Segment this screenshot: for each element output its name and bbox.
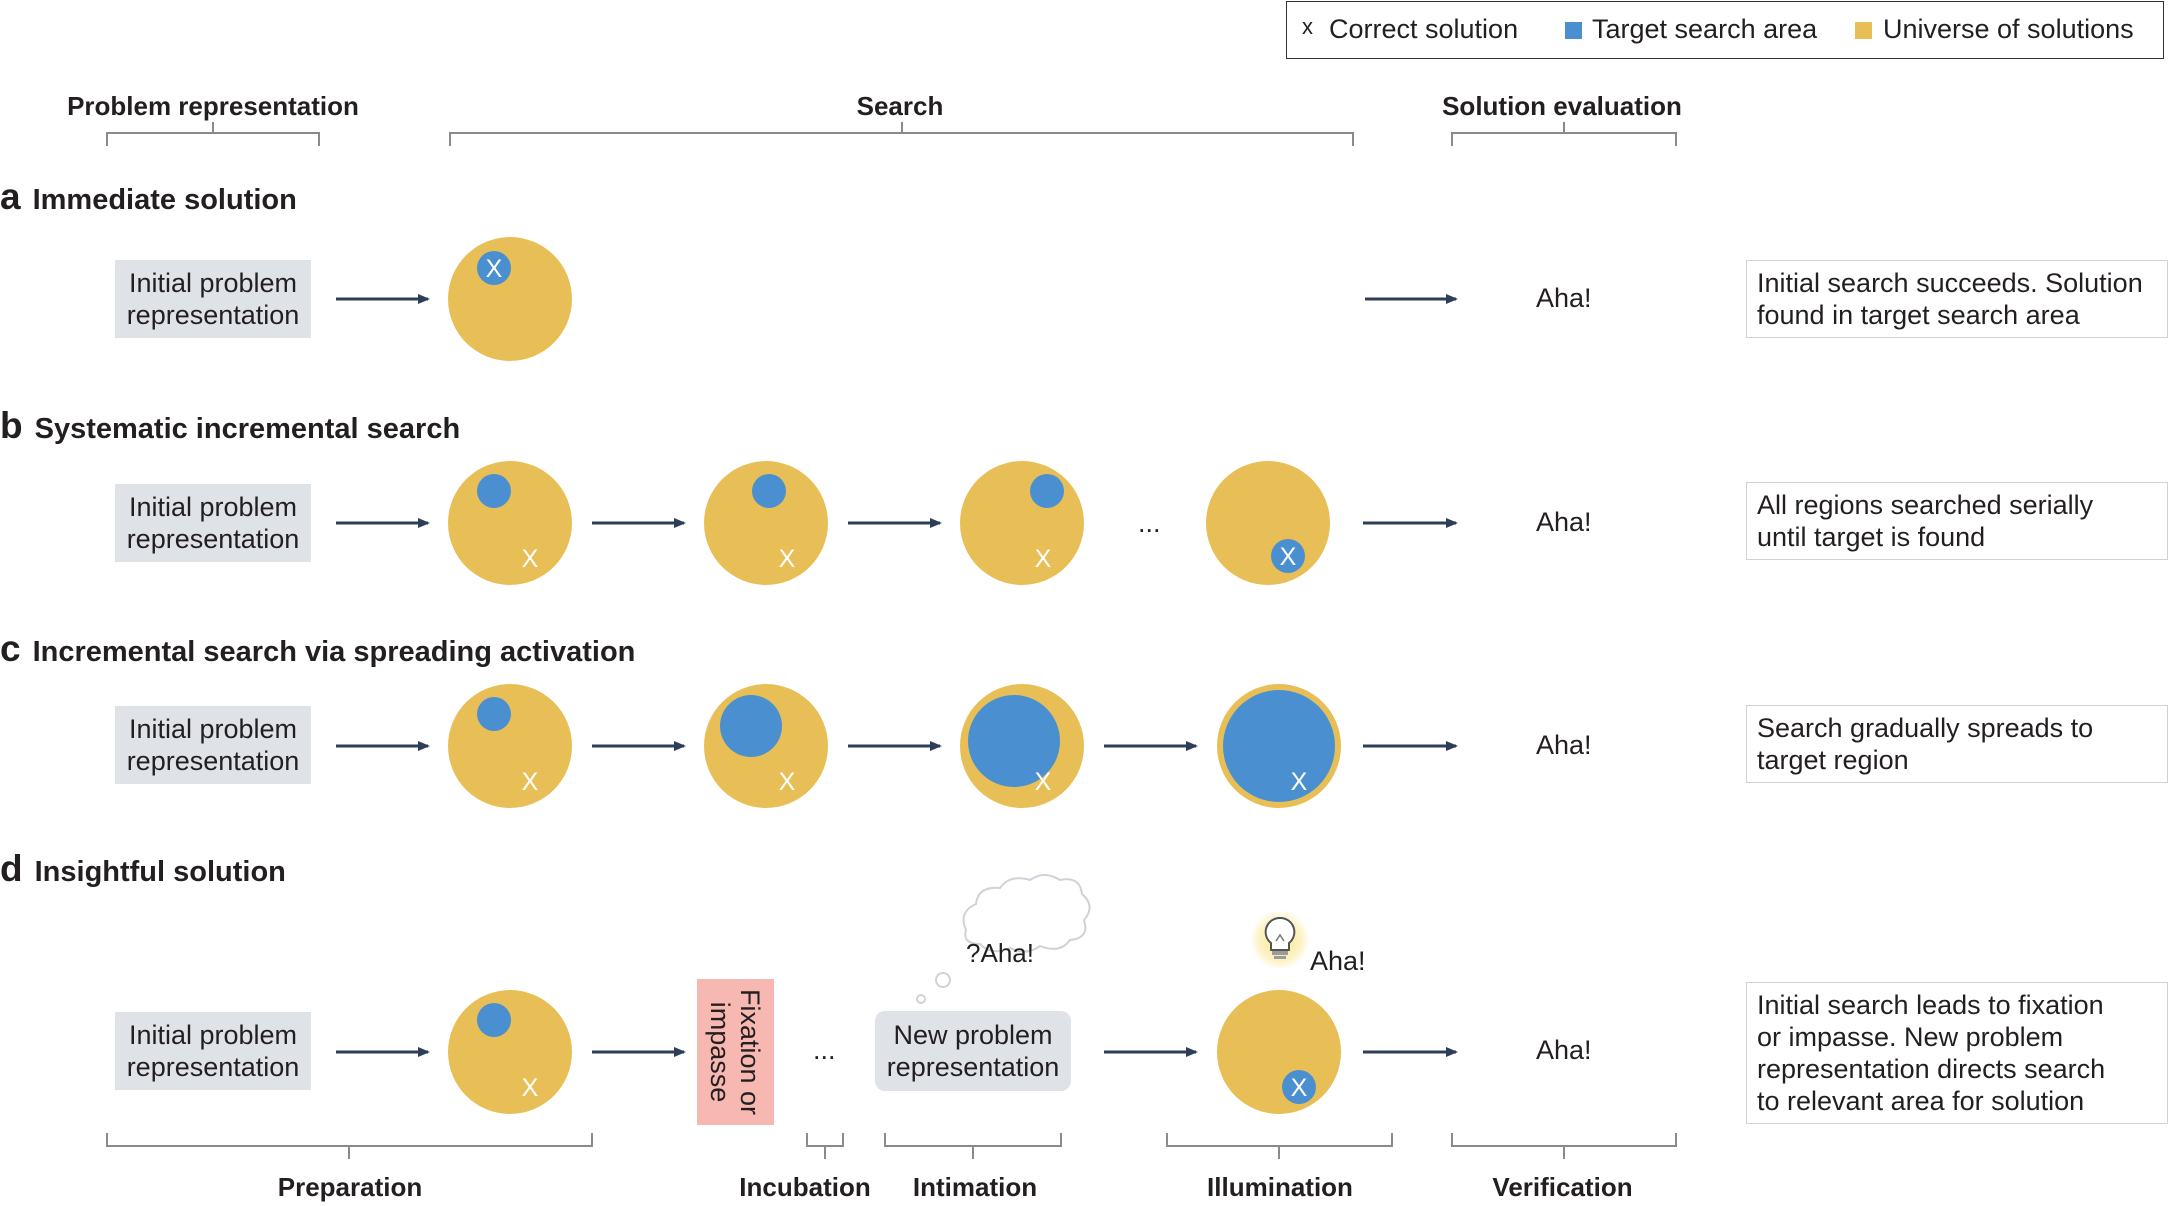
phase-preparation: Preparation xyxy=(277,1172,423,1202)
bracket-top-search xyxy=(449,122,1354,146)
universe-swatch-icon xyxy=(1855,22,1872,39)
light-bulb-icon xyxy=(1250,910,1310,970)
legend-correct-label: Correct solution xyxy=(1329,14,1519,44)
phase-intimation: Intimation xyxy=(912,1172,1038,1202)
universe-circle-icon xyxy=(1206,461,1330,585)
target-area-icon xyxy=(1271,539,1305,573)
correct-solution-marker: X xyxy=(522,768,539,796)
ellipsis-b: ... xyxy=(1138,508,1161,538)
illumination-aha-label: Aha! xyxy=(1310,946,1366,976)
universe-circle-icon xyxy=(448,684,572,808)
aha-label-a: Aha! xyxy=(1536,283,1592,313)
correct-solution-marker: X xyxy=(779,545,796,573)
phase-incubation: Incubation xyxy=(739,1172,871,1202)
legend: x Correct solution Target search area Un… xyxy=(1286,1,2164,59)
correct-solution-marker: X xyxy=(486,255,503,283)
new-problem-box: New problem representation xyxy=(875,1011,1071,1091)
legend-universe-label: Universe of solutions xyxy=(1883,14,2134,44)
initial-problem-box-d: Initial problem representation xyxy=(115,1012,311,1090)
correct-solution-marker: X xyxy=(1291,1074,1308,1102)
correct-solution-marker: X xyxy=(522,545,539,573)
thought-aha-label: ?Aha! xyxy=(966,938,1034,968)
note-c: Search gradually spreads to target regio… xyxy=(1746,705,2168,783)
universe-circle-icon xyxy=(448,461,572,585)
target-area-icon xyxy=(1223,690,1335,802)
correct-solution-marker: X xyxy=(1280,543,1297,571)
thought-bubble-icon xyxy=(916,874,1091,1004)
aha-label-c: Aha! xyxy=(1536,730,1592,760)
target-area-icon xyxy=(752,474,786,508)
correct-solution-marker: X xyxy=(1035,768,1052,796)
bracket-top-representation xyxy=(106,122,320,146)
bracket-bottom-illumination xyxy=(1166,1133,1393,1159)
universe-circle-icon xyxy=(448,990,572,1114)
initial-problem-box-a: Initial problem representation xyxy=(115,260,311,338)
bracket-bottom-verification xyxy=(1451,1133,1677,1159)
bracket-bottom-incubation xyxy=(806,1133,844,1159)
correct-solution-marker: X xyxy=(1291,768,1308,796)
correct-solution-marker: X xyxy=(779,768,796,796)
phase-problem-representation: Problem representation xyxy=(67,91,359,121)
note-d: Initial search leads to fixation or impa… xyxy=(1746,982,2168,1124)
correct-solution-symbol: x xyxy=(1302,14,1313,39)
target-area-icon xyxy=(477,251,511,285)
ellipsis-d: ... xyxy=(813,1035,836,1065)
bracket-top-evaluation xyxy=(1451,122,1677,146)
universe-circle-icon xyxy=(960,461,1084,585)
aha-label-d: Aha! xyxy=(1536,1035,1592,1065)
note-a: Initial search succeeds. Solution found … xyxy=(1746,260,2168,338)
bracket-bottom-intimation xyxy=(884,1133,1062,1159)
target-area-icon xyxy=(477,697,511,731)
correct-solution-marker: X xyxy=(1035,545,1052,573)
phase-solution-evaluation: Solution evaluation xyxy=(1442,91,1682,121)
note-b: All regions searched serially until targ… xyxy=(1746,482,2168,560)
fixation-box: Fixation or impasse xyxy=(697,979,774,1125)
target-area-icon xyxy=(968,695,1060,787)
initial-problem-box-c: Initial problem representation xyxy=(115,706,311,784)
phase-verification: Verification xyxy=(1492,1172,1633,1202)
target-area-icon xyxy=(477,474,511,508)
target-area-icon xyxy=(477,1003,511,1037)
target-swatch-icon xyxy=(1565,22,1582,39)
legend-target-label: Target search area xyxy=(1592,14,1818,44)
phase-illumination: Illumination xyxy=(1207,1172,1353,1202)
universe-circle-icon xyxy=(448,237,572,361)
target-area-icon xyxy=(720,695,782,757)
aha-label-b: Aha! xyxy=(1536,507,1592,537)
phase-search: Search xyxy=(856,91,944,121)
correct-solution-marker: X xyxy=(522,1074,539,1102)
target-area-icon xyxy=(1282,1070,1316,1104)
initial-problem-box-b: Initial problem representation xyxy=(115,484,311,562)
bracket-bottom-preparation xyxy=(106,1133,593,1159)
target-area-icon xyxy=(1030,474,1064,508)
universe-circle-icon xyxy=(704,461,828,585)
universe-circle-icon xyxy=(1217,990,1341,1114)
